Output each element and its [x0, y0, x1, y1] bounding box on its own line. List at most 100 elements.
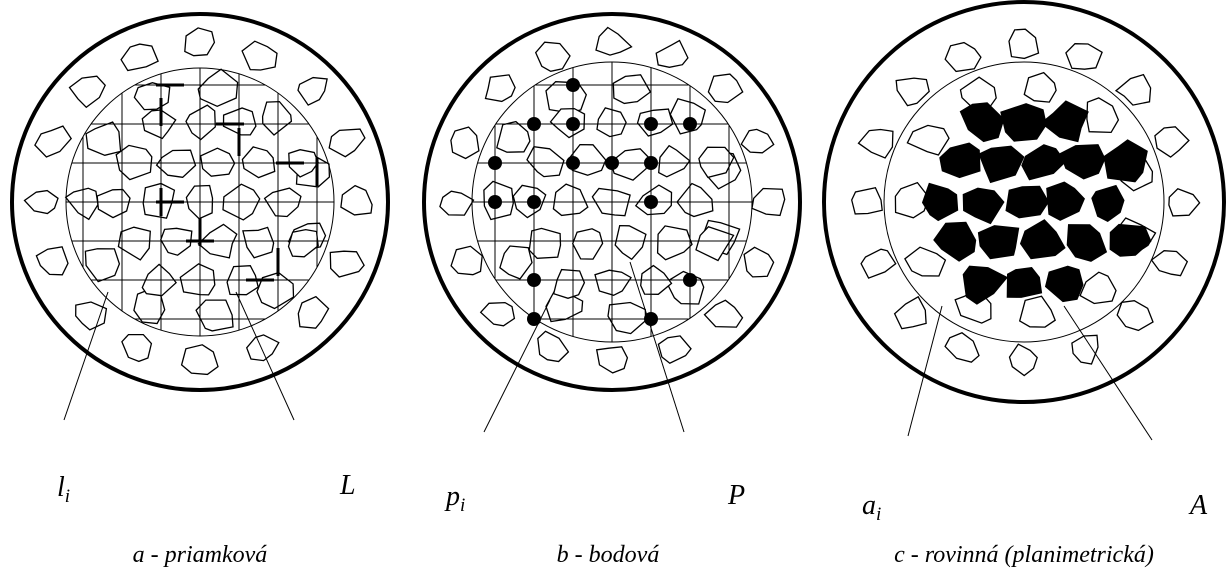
particle — [297, 76, 328, 106]
particle — [944, 41, 982, 73]
particle — [1008, 28, 1040, 60]
grid-point — [527, 312, 541, 326]
particle — [245, 334, 280, 362]
panel-a-leader-total — [235, 291, 295, 421]
grid-point — [566, 117, 580, 131]
panel-a-field-of-view — [10, 12, 390, 392]
particle — [1008, 343, 1038, 377]
particle — [117, 226, 151, 261]
particle — [895, 77, 930, 107]
particle — [64, 187, 99, 221]
particle — [222, 107, 257, 136]
filled-particle — [1046, 181, 1085, 221]
particle — [195, 299, 234, 332]
panel-a-caption: a - priamková — [133, 542, 268, 568]
particle — [594, 269, 632, 296]
filled-particle — [1000, 103, 1047, 142]
filled-particle — [939, 142, 981, 179]
particle — [893, 295, 927, 330]
particle — [496, 120, 531, 153]
particle — [703, 299, 744, 328]
panel-b-field-of-view — [422, 12, 802, 392]
filled-particle — [1021, 144, 1067, 181]
panel-b-points — [488, 78, 697, 326]
panel-b-grid — [472, 62, 752, 342]
panel-a-total-label: L — [339, 470, 356, 501]
particle — [184, 27, 216, 57]
particle — [328, 128, 366, 158]
particle — [1116, 300, 1154, 332]
particle — [658, 144, 691, 178]
panel-a-measuring-circle — [65, 67, 335, 337]
grid-point — [527, 195, 541, 209]
particle — [287, 228, 319, 258]
panel-c-leader-part — [907, 305, 943, 437]
panel-c-part-label: ai — [862, 490, 881, 525]
panel-c: ai A c - rovinná (planimetrická) — [822, 0, 1226, 568]
particle — [1086, 97, 1120, 134]
filled-particle — [1040, 100, 1089, 143]
grid-point — [644, 156, 658, 170]
particle — [84, 248, 121, 283]
filled-particle — [1019, 219, 1066, 260]
grid-point — [683, 117, 697, 131]
filled-particle — [962, 187, 1005, 225]
particle — [23, 189, 59, 215]
filled-particle — [977, 225, 1020, 260]
particle — [552, 268, 586, 299]
particle — [695, 226, 735, 262]
particle — [68, 75, 106, 109]
particle — [614, 224, 647, 261]
panel-c-leader-total — [1063, 305, 1153, 441]
panel-b-total-label: P — [727, 480, 745, 511]
particle — [197, 68, 239, 108]
filled-particle — [1005, 185, 1050, 219]
particle — [657, 335, 692, 364]
particle — [860, 248, 897, 279]
grid-point — [566, 78, 580, 92]
panel-c-filled-particles — [921, 100, 1152, 305]
panel-b-measuring-circle — [471, 61, 753, 343]
particle — [329, 250, 365, 278]
particle — [537, 330, 570, 363]
particle — [34, 125, 73, 158]
particle — [75, 301, 108, 331]
particle — [534, 41, 571, 72]
particle — [121, 333, 153, 363]
panel-c-total-label: A — [1188, 490, 1208, 521]
filled-particle — [1091, 184, 1125, 222]
panel-b-part-label: pi — [444, 481, 465, 516]
particle — [851, 186, 883, 215]
filled-particle — [959, 102, 1005, 143]
particle — [743, 246, 775, 278]
particle — [1114, 73, 1152, 106]
particle — [85, 121, 122, 156]
particle — [35, 246, 69, 276]
particle — [133, 82, 171, 111]
particle — [552, 183, 589, 217]
panel-b-caption: b - bodová — [557, 542, 660, 568]
particle — [655, 39, 689, 68]
particle — [450, 245, 483, 276]
particle — [1154, 126, 1190, 158]
particle — [1065, 43, 1103, 70]
filled-particle — [978, 145, 1025, 184]
particle — [676, 182, 714, 218]
particle — [160, 227, 193, 256]
panel-c-field-of-view — [822, 0, 1226, 404]
filled-particle — [1059, 144, 1106, 180]
particle — [439, 190, 475, 216]
grid-point — [488, 156, 502, 170]
particle — [698, 146, 735, 179]
particle — [906, 124, 950, 156]
particle — [479, 301, 516, 327]
particle — [297, 295, 330, 329]
panel-a-intercepts — [156, 83, 319, 282]
particle — [199, 147, 236, 177]
panel-b-leader-total — [629, 261, 685, 433]
particle — [857, 128, 894, 159]
panel-b-leader-part — [483, 299, 551, 433]
particle — [612, 74, 652, 105]
grid-point — [644, 117, 658, 131]
